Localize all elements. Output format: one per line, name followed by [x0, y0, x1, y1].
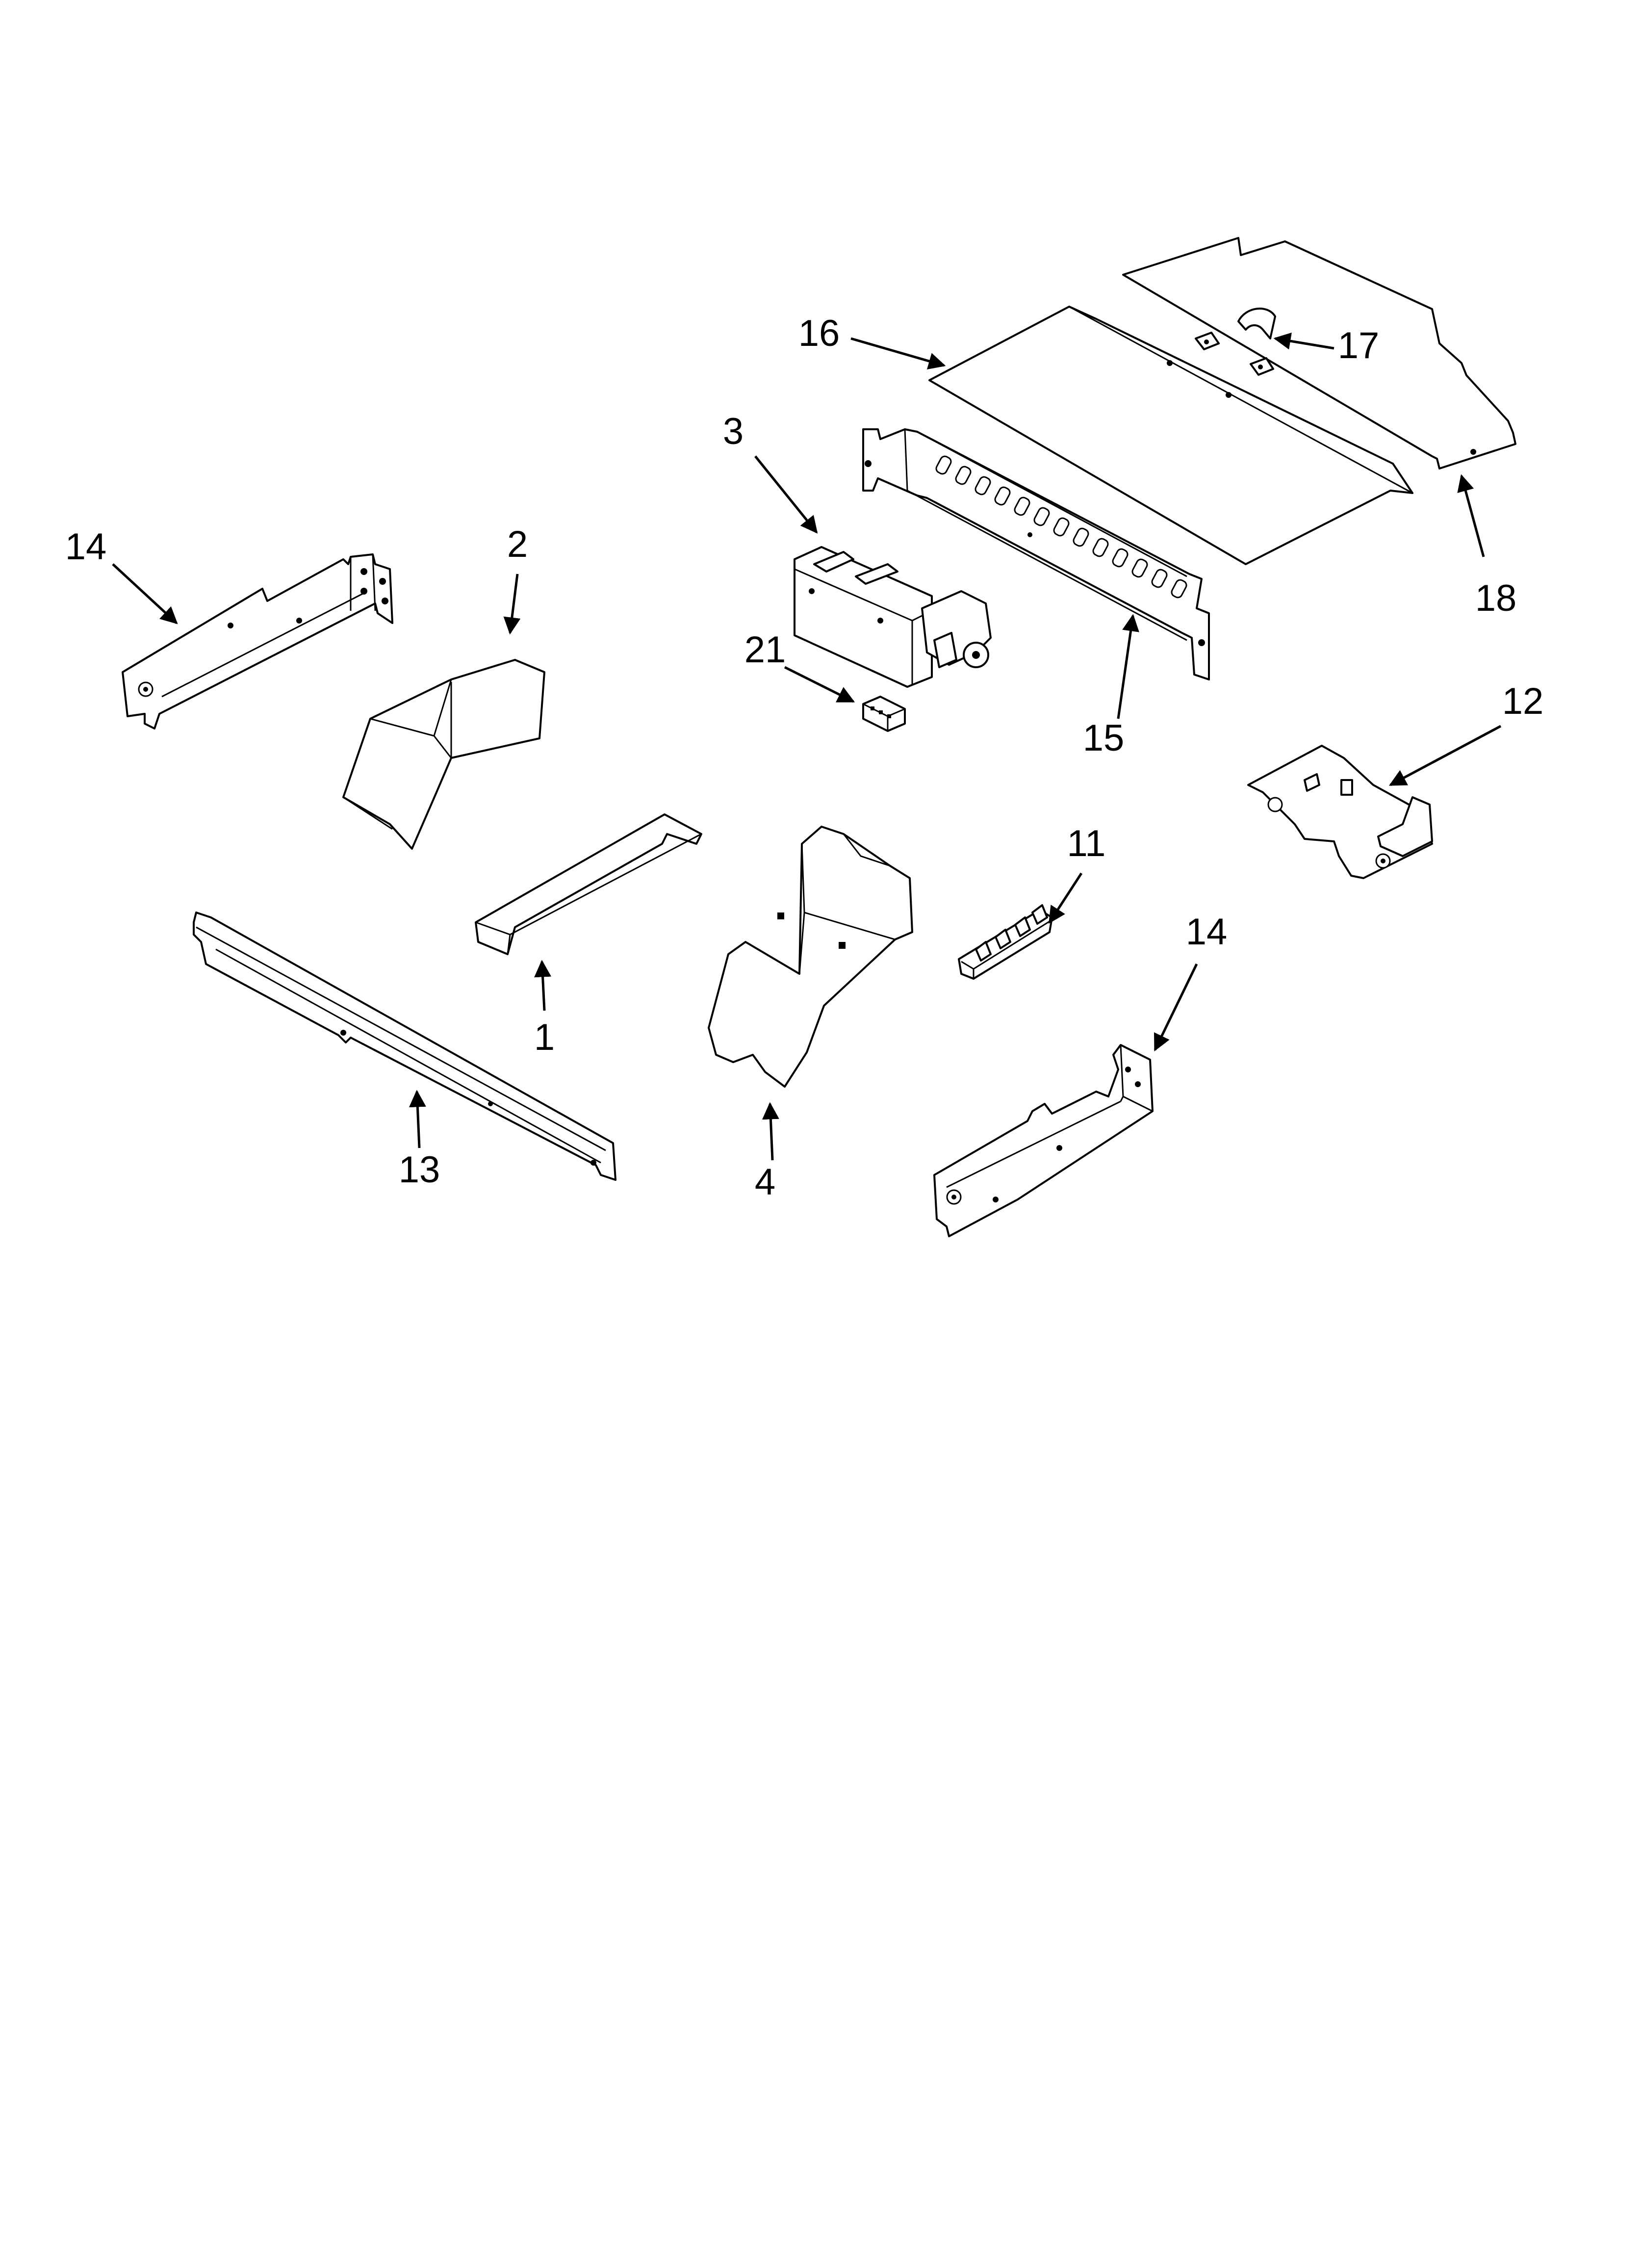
callout-14a: 14: [65, 526, 107, 568]
leader-13: [409, 1090, 426, 1148]
leader-3: [754, 455, 818, 534]
leader-lines: [112, 332, 1502, 1161]
callout-11: 11: [1067, 823, 1106, 864]
leader-16: [850, 337, 946, 370]
callout-17: 17: [1338, 325, 1380, 366]
part-14-right-bracket: [933, 1044, 1154, 1237]
part-11-terminal-strip: [958, 904, 1053, 980]
callout-3: 3: [723, 411, 744, 452]
leader-15: [1117, 614, 1139, 719]
callout-18: 18: [1475, 577, 1517, 619]
part-15-slots: [935, 455, 1187, 599]
leader-14b: [1154, 963, 1198, 1052]
part-3-latch-assembly: [794, 546, 992, 688]
part-1-channel: [475, 813, 702, 955]
part-12-mounting-plate: [1247, 745, 1433, 879]
callout-labels: 1 2 3 4 11 12 13 14 14 15 16 17 18 21: [65, 313, 1544, 1203]
leader-21: [784, 666, 855, 703]
callout-12: 12: [1502, 680, 1544, 722]
part-16-cover-sheet: [928, 306, 1413, 565]
part-17-clip: [1195, 308, 1276, 376]
leader-11: [1048, 872, 1083, 924]
leader-12: [1388, 725, 1502, 786]
part-21-terminal-block: [862, 696, 906, 732]
leader-4: [762, 1102, 779, 1161]
leader-18: [1457, 474, 1485, 557]
leader-17: [1273, 332, 1334, 350]
part-4-formed-duct: [708, 826, 913, 1088]
part-14-left-bracket: [122, 553, 393, 730]
part-18-top-panel: [1122, 237, 1516, 469]
leader-1: [534, 960, 552, 1011]
callout-14b: 14: [1186, 911, 1228, 953]
callout-21: 21: [744, 629, 786, 671]
part-15-perforated-bracket: [862, 428, 1210, 680]
callout-1: 1: [534, 1017, 555, 1058]
callout-4: 4: [755, 1161, 775, 1203]
callout-15: 15: [1083, 717, 1125, 759]
callout-2: 2: [507, 523, 528, 565]
part-13-long-rail: [193, 912, 616, 1181]
leader-2: [503, 574, 521, 635]
callout-16: 16: [798, 313, 840, 354]
part-2-duct: [342, 659, 545, 850]
callout-13: 13: [399, 1149, 440, 1191]
leader-14a: [112, 563, 178, 625]
